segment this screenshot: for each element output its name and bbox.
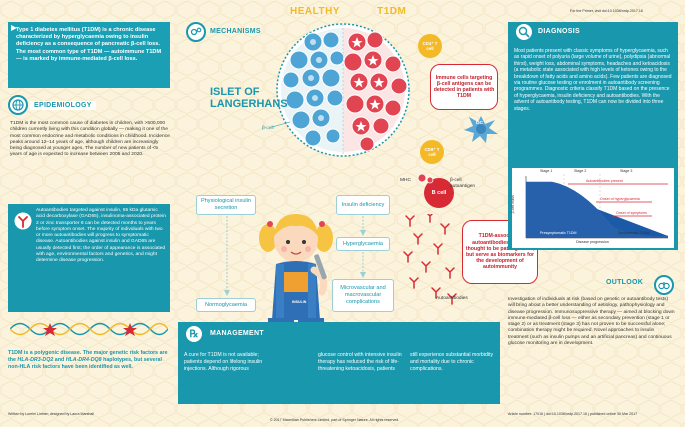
- xlabel: Disease progression: [576, 240, 609, 244]
- flow-arrow-right-1: [360, 216, 366, 236]
- onset-symptoms-label: Onset of symptoms: [616, 211, 647, 215]
- stages-chart: Stage 1 Stage 2 Stage 3 Autoantibodies p…: [510, 168, 674, 248]
- stage1-label: Stage 1: [540, 169, 553, 173]
- management-col1: A cure for T1DM is not available; patien…: [184, 352, 263, 372]
- b-cell-label: B cell: [431, 189, 447, 196]
- title-healthy: HEALTHY: [290, 6, 340, 17]
- beta-autoantigen-label: β-cell autoantigen: [450, 178, 476, 189]
- stages-chart-svg: [525, 174, 669, 239]
- dna-icon: [10, 322, 168, 336]
- flow-normoglycaemia-label: Normoglycaemia: [205, 301, 247, 308]
- management-panel: ℞ MANAGEMENT A cure for T1DM is not avai…: [178, 322, 500, 404]
- diagnosis-panel: DIAGNOSIS Most patients present with cla…: [508, 22, 678, 250]
- mechanisms-title: MECHANISMS: [210, 28, 261, 35]
- cd8-label: CD8⁺ T cell: [424, 147, 440, 157]
- autoantibodies-label: Autoantibodies: [436, 296, 468, 301]
- flow-insulin-deficiency: Insulin deficiency: [336, 195, 390, 215]
- outlook-text: Investigation of individuals at risk (ba…: [508, 297, 675, 347]
- management-title: MANAGEMENT: [210, 330, 264, 337]
- epidemiology-text: T1DM is the most common cause of diabete…: [10, 121, 170, 158]
- flow-complications-label: Microvascular and macrovascular complica…: [340, 285, 386, 305]
- footer-article[interactable]: Article number: 17016 | doi:10.1038/nrdp…: [508, 412, 638, 416]
- dc-label: DC: [476, 121, 483, 126]
- antibodies-scatter: [403, 214, 457, 305]
- stage3-label: Stage 3: [620, 169, 633, 173]
- beta-cell-pointer: [272, 121, 291, 128]
- gears-icon: [186, 22, 206, 42]
- title-t1dm: T1DM: [377, 6, 407, 17]
- epidemiology-section: EPIDEMIOLOGY T1DM is the most common cau…: [8, 95, 170, 199]
- cd4-label: CD4⁺ T cell: [422, 41, 438, 51]
- autoantibody-biomarker-box: T1DM-associated autoantibodies are not t…: [462, 220, 538, 284]
- immune-cells-box: Immune cells targeting β-cell antigens c…: [430, 64, 498, 110]
- immune-cells-text: Immune cells targeting β-cell antigens c…: [433, 74, 495, 100]
- blue-beta-cells: [282, 31, 345, 147]
- autoantibodies-panel: Autoantibodies targeted against insulin,…: [8, 204, 170, 312]
- management-col2: glucose control with intensive insulin t…: [318, 352, 402, 372]
- islet-label: ISLET OF LANGERHANS: [210, 86, 288, 110]
- b-cell-dots: [417, 173, 434, 184]
- presymptomatic-label: Presymptomatic T1DM: [540, 231, 577, 235]
- diagnosis-text: Most patients present with classic sympt…: [514, 48, 672, 112]
- flow-normoglycaemia: Normoglycaemia: [196, 298, 256, 312]
- outlook-title: OUTLOOK: [606, 279, 644, 286]
- footer-copyright: © 2017 Macmillan Publishers Limited, par…: [270, 418, 400, 422]
- autoantibodies-text: Autoantibodies targeted against insulin,…: [36, 208, 166, 264]
- ylabel: β-cell mass: [510, 195, 515, 214]
- epidemiology-title: EPIDEMIOLOGY: [30, 101, 96, 110]
- red-attacked-cells: [343, 31, 408, 152]
- genetics-hla1: HLA-DR3-DQ2: [17, 357, 54, 363]
- genetics-text-1: T1DM is a polygenic disease. The major g…: [8, 350, 168, 363]
- beta-cell-label: β-cell: [262, 126, 274, 131]
- citation-top[interactable]: For the Primer, visit doi:10.1038/nrdp.2…: [570, 9, 643, 13]
- intro-panel: Type 1 diabetes mellitus (T1DM) is a chr…: [8, 22, 170, 88]
- flow-arrow-left: [224, 216, 230, 296]
- diagnosis-title: DIAGNOSIS: [538, 28, 580, 35]
- footer-credits: Written by Lorelei Lintner; designed by …: [8, 412, 95, 416]
- binoculars-icon: [654, 275, 674, 295]
- outlook-section: OUTLOOK Investigation of individuals at …: [508, 275, 678, 405]
- flow-complications: Microvascular and macrovascular complica…: [332, 279, 394, 312]
- flow-arrow-right-2: [360, 252, 366, 278]
- islet-label-line1: ISLET OF: [210, 86, 260, 98]
- flow-physiological-insulin: Physiological insulin secretion: [196, 195, 256, 215]
- management-col3: still experience substantial morbidity a…: [410, 352, 494, 372]
- genetics-text-2: and: [53, 357, 66, 363]
- islet-label-line2: LANGERHANS: [210, 98, 288, 110]
- genetics-hla2: HLA-DR4-DQ8: [65, 357, 102, 363]
- flow-hyperglycaemia: Hyperglycaemia: [336, 237, 390, 251]
- antibody-icon: [14, 212, 32, 230]
- autoantibody-biomarker-text: T1DM-associated autoantibodies are not t…: [465, 233, 535, 271]
- cd4-t-cell: CD4⁺ T cell: [418, 34, 442, 58]
- flow-physiological-label: Physiological insulin secretion: [200, 198, 252, 211]
- onset-hyper-label: Onset of hyperglycaemia: [600, 197, 640, 201]
- insulin-pen-label: INSULIN: [292, 300, 307, 304]
- child-illustration: [259, 214, 333, 338]
- t1dm-cells: [343, 20, 413, 160]
- healthy-cells: [273, 20, 345, 160]
- magnifier-icon: [514, 22, 534, 42]
- prescription-icon: ℞: [184, 324, 204, 344]
- cd8-t-cell: CD8⁺ T cell: [420, 140, 444, 164]
- genetics-section: T1DM is a polygenic disease. The major g…: [8, 318, 170, 403]
- arrow-icon: [11, 25, 17, 31]
- dendritic-cell-icon: [464, 116, 498, 143]
- symptomatic-label: Symptomatic T1DM: [618, 231, 650, 235]
- flow-hyperglycaemia-label: Hyperglycaemia: [342, 240, 384, 247]
- globe-icon: [8, 95, 28, 115]
- autoantibodies-present-label: Autoantibodies present: [586, 179, 623, 183]
- mhc-label: MHC: [400, 178, 411, 183]
- stage2-label: Stage 2: [574, 169, 587, 173]
- flow-insulin-deficiency-label: Insulin deficiency: [341, 201, 385, 208]
- intro-text: Type 1 diabetes mellitus (T1DM) is a chr…: [16, 27, 162, 62]
- page-title: HEALTHY T1DM: [290, 6, 406, 17]
- genetics-text-3: haplotypes, but several non-HLA risk fac…: [8, 357, 162, 370]
- genetics-text: T1DM is a polygenic disease. The major g…: [8, 350, 170, 371]
